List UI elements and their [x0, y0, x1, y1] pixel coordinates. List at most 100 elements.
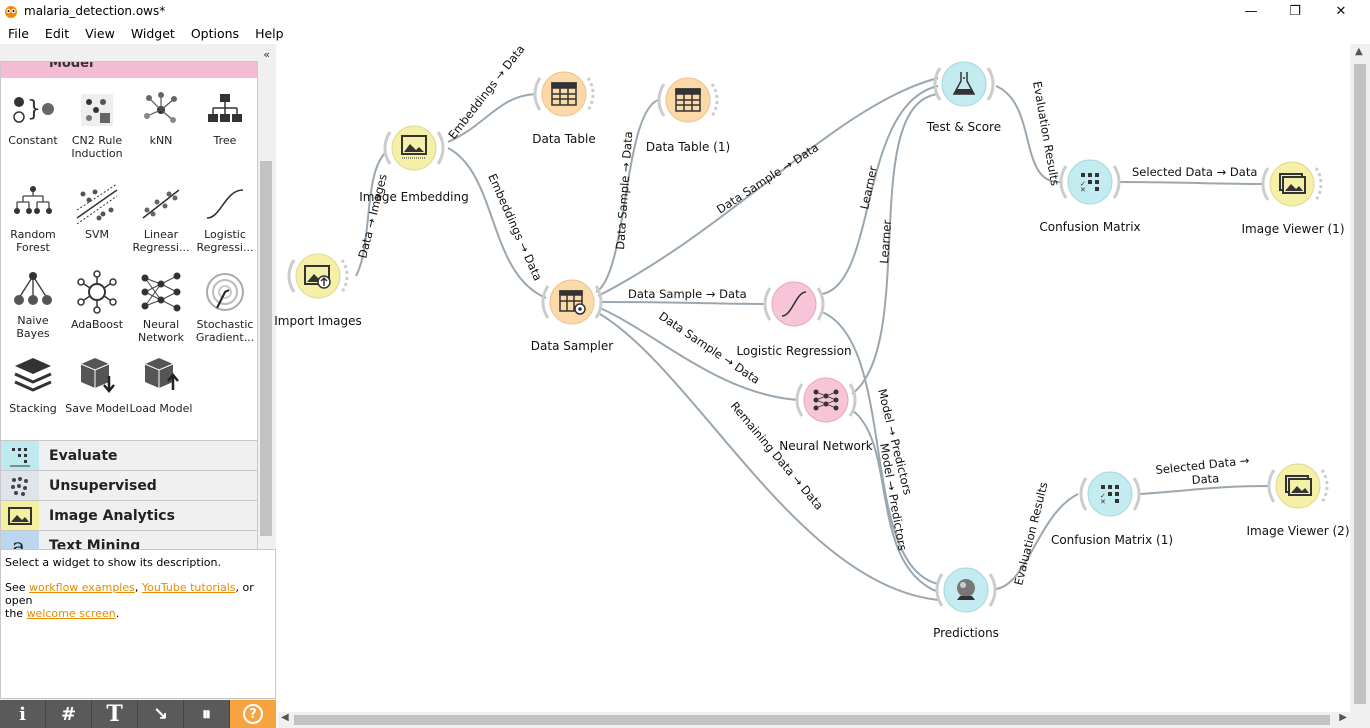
node-neural-network[interactable] [795, 377, 857, 423]
tool-stacking[interactable]: Stacking [1, 354, 65, 415]
tool-constant[interactable]: } Constant [1, 90, 65, 147]
info-button[interactable]: i [0, 700, 46, 728]
svg-text:✓: ✓ [1100, 492, 1106, 500]
node-label-image-viewer-1: Image Viewer (1) [1241, 222, 1345, 236]
workflow-links-layer: Data → Images Embeddings → Data Embeddin… [287, 44, 1329, 613]
grid-button[interactable]: # [46, 700, 92, 728]
link-logreg-to-predictions[interactable] [821, 311, 939, 585]
tool-stochastic-gradient[interactable]: Stochastic Gradient... [193, 270, 257, 344]
menu-view[interactable]: View [85, 25, 115, 41]
tool-knn[interactable]: kNN [129, 90, 193, 147]
tool-linear-regression[interactable]: Linear Regressi... [129, 184, 193, 254]
node-confusion-matrix[interactable]: ✓✕ [1059, 159, 1121, 205]
category-evaluate[interactable]: Evaluate [1, 440, 257, 471]
link-nn-to-predictions[interactable] [851, 409, 939, 593]
pause-button[interactable]: ⏸ [184, 700, 230, 728]
link-predictions-to-confusion1[interactable] [995, 493, 1079, 590]
linear-regression-icon [142, 189, 180, 219]
link-label: Data Sample → Data [613, 131, 635, 250]
confusion-matrix-icon: ✓✕ [1080, 173, 1099, 194]
canvas-vertical-scrollbar[interactable]: ▲ [1350, 44, 1370, 728]
logistic-regression-icon [206, 189, 244, 219]
category-model-header[interactable]: Model [1, 62, 257, 78]
tool-svm[interactable]: SVM [65, 184, 129, 241]
node-import-images[interactable] [287, 253, 349, 299]
maximize-button[interactable]: ❐ [1289, 3, 1301, 19]
tool-naive-bayes[interactable]: Naive Bayes [1, 270, 65, 340]
description-text: See [5, 581, 30, 594]
node-data-sampler[interactable] [541, 279, 603, 325]
menu-widget[interactable]: Widget [130, 25, 175, 41]
menu-help[interactable]: Help [255, 25, 284, 41]
naive-bayes-icon [14, 272, 52, 305]
description-text: , [134, 581, 142, 594]
link-sampler-to-logreg[interactable] [599, 301, 767, 305]
description-links: See workflow examples, YouTube tutorials… [5, 581, 271, 620]
scroll-right-icon[interactable]: ▶ [1339, 712, 1347, 723]
constant-icon: } [13, 97, 54, 123]
node-import-images-circle [295, 253, 341, 299]
node-image-viewer-1[interactable] [1261, 161, 1323, 207]
link-testscore-to-confusion[interactable] [995, 85, 1061, 184]
welcome-screen-link[interactable]: welcome screen [26, 607, 116, 620]
link-logreg-to-testscore[interactable] [821, 85, 939, 295]
close-button[interactable]: ✕ [1335, 3, 1347, 19]
category-unsupervised[interactable]: Unsupervised [1, 470, 257, 501]
link-embedding-to-sampler[interactable] [447, 147, 547, 299]
tool-label: Linear Regressi... [132, 228, 190, 254]
widget-toolbox-panel: « Model } Constant CN2 Rule Induction [0, 44, 276, 728]
menu-options[interactable]: Options [190, 25, 240, 41]
canvas-horizontal-scrollbar[interactable]: ◀ ▶ [278, 712, 1350, 728]
tool-adaboost[interactable]: AdaBoost [65, 270, 129, 331]
tree-icon [208, 94, 242, 122]
tool-logistic-regression[interactable]: Logistic Regressi... [193, 184, 257, 254]
node-test-and-score[interactable] [933, 61, 995, 107]
node-data-table[interactable] [533, 71, 595, 117]
tool-random-forest[interactable]: Random Forest [1, 184, 65, 254]
text-annotation-button[interactable]: T [92, 700, 138, 728]
tool-label: Neural Network [138, 318, 184, 344]
tool-save-model[interactable]: Save Model [65, 354, 129, 415]
toolbox-scrollbar-thumb[interactable] [260, 161, 272, 536]
link-confusion-to-viewer1[interactable] [1119, 181, 1263, 185]
test-and-score-icon [952, 72, 976, 95]
node-data-table-1[interactable] [657, 77, 719, 123]
link-sampler-to-datatable1[interactable] [595, 99, 659, 293]
node-image-embedding[interactable] [383, 125, 445, 171]
tool-cn2-rule-induction[interactable]: CN2 Rule Induction [65, 90, 129, 160]
tool-load-model[interactable]: Load Model [129, 354, 193, 415]
link-label: Learner [857, 164, 880, 210]
link-embedding-to-datatable[interactable] [447, 93, 537, 143]
link-nn-to-testscore[interactable] [851, 93, 939, 395]
help-button[interactable]: ? [230, 700, 276, 728]
node-image-viewer-2[interactable] [1267, 463, 1329, 509]
collapse-panel-icon[interactable]: « [263, 48, 270, 61]
node-predictions[interactable] [935, 567, 997, 613]
link-import-to-embedding[interactable] [355, 151, 387, 277]
workflow-examples-link[interactable]: workflow examples [29, 581, 135, 594]
scroll-left-icon[interactable]: ◀ [281, 712, 289, 723]
node-label-predictions: Predictions [933, 626, 999, 640]
youtube-tutorials-link[interactable]: YouTube tutorials [141, 581, 236, 594]
link-sampler-to-testscore[interactable] [597, 77, 939, 297]
tool-neural-network[interactable]: Neural Network [129, 270, 193, 344]
link-confusion1-to-viewer2[interactable] [1139, 485, 1269, 495]
node-confusion-matrix-1[interactable]: ✓✕ [1079, 471, 1141, 517]
node-logistic-regression[interactable] [763, 281, 825, 327]
scroll-up-icon[interactable]: ▲ [1355, 46, 1363, 57]
workflow-canvas[interactable]: Data → Images Embeddings → Data Embeddin… [274, 44, 1350, 712]
link-sampler-to-predictions[interactable] [599, 313, 939, 601]
link-sampler-to-nn[interactable] [599, 307, 799, 401]
canvas-horizontal-scrollbar-thumb[interactable] [294, 715, 1330, 725]
category-image-analytics[interactable]: Image Analytics [1, 500, 257, 531]
minimize-button[interactable]: — [1244, 3, 1258, 19]
toolbox-scrollbar[interactable] [258, 61, 274, 586]
tool-tree[interactable]: Tree [193, 90, 257, 147]
arrow-annotation-button[interactable]: ↘ [138, 700, 184, 728]
tool-label: Tree [213, 134, 237, 147]
canvas-vertical-scrollbar-thumb[interactable] [1354, 64, 1366, 704]
menu-file[interactable]: File [8, 25, 29, 41]
menu-edit[interactable]: Edit [44, 25, 70, 41]
random-forest-icon [14, 186, 52, 214]
tool-label: kNN [149, 134, 173, 147]
